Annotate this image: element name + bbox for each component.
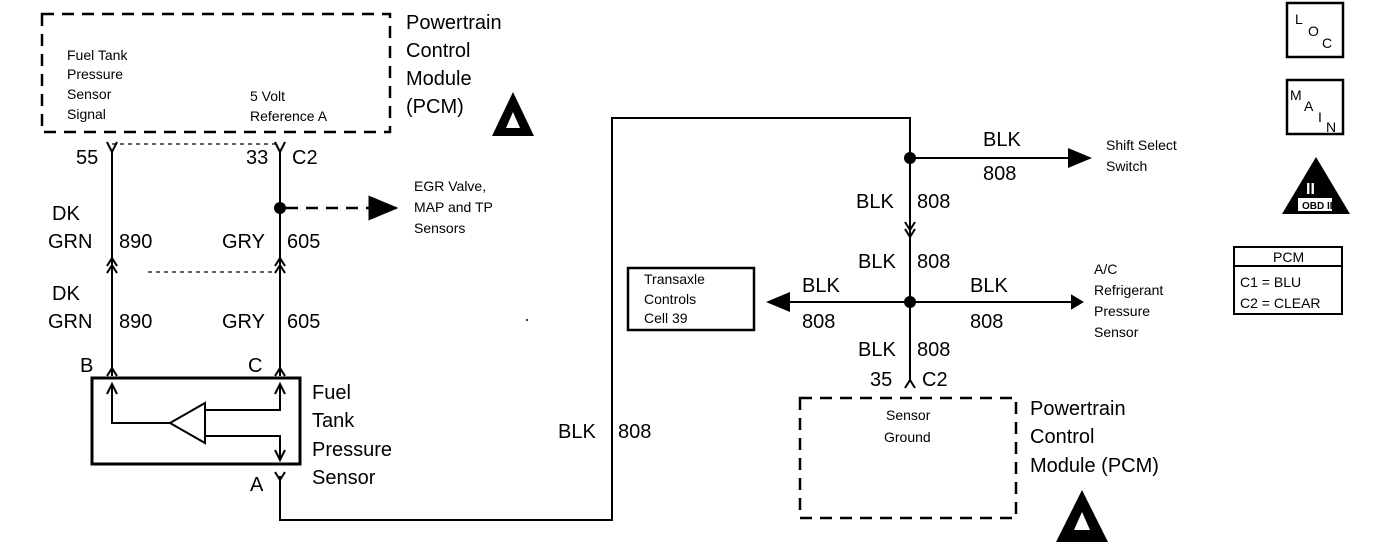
pin-b-terminal [106,366,118,377]
wire-shift-number: 808 [983,163,1016,185]
connector-890-inline [106,256,118,274]
wire-890-lower-color: DK GRN [48,283,92,333]
main-icon: M A I N [1285,78,1345,136]
pcm-bottom-box [798,396,1018,520]
obd-ii-icon: OBD II II [1282,157,1350,214]
transaxle-controls-box [626,266,756,332]
wire-trunk-middle-number: 808 [917,251,950,273]
wire-trunk-upper-color: BLK [856,191,894,213]
wire-trunk-middle-color: BLK [858,251,896,273]
esd-warning-icon-bottom [1056,490,1108,542]
trunk-connector-inline [904,221,916,239]
legend-title: PCM [1273,249,1304,265]
pin-b-label: B [80,355,93,377]
pin-33-terminal [274,141,286,155]
wire-transaxle-color: BLK [802,275,840,297]
wire-605-upper-number: 605 [287,231,320,253]
wire-808-return-color: BLK [558,421,596,443]
wire-890-upper-number: 890 [119,231,152,253]
wire-808-return-number: 808 [618,421,651,443]
pin-55-label: 55 [76,147,98,169]
sensor-internal-circuit [106,381,286,463]
wire-trunk-lower-color: BLK [858,339,896,361]
wire-shift-color: BLK [983,129,1021,151]
splice-605 [274,202,286,214]
pcm-top-signal-label: Fuel Tank Pressure Sensor Signal [67,47,131,122]
pin-35-label: 35 [870,369,892,391]
svg-text:II: II [1306,181,1315,198]
pcm-top-title: Powertrain Control Module (PCM) [406,12,507,118]
svg-text:OBD II: OBD II [1302,201,1333,212]
wire-605-lower-number: 605 [287,311,320,333]
stray-dot [526,319,528,321]
splice-shift-select [904,152,916,164]
svg-text:O: O [1308,23,1319,39]
wire-605-lower-color: GRY [222,311,265,333]
wire-trunk-lower-number: 808 [917,339,950,361]
connector-c2-bottom-label: C2 [922,369,948,391]
pcm-top-reference-label: 5 Volt Reference A [250,88,328,124]
wire-to-ac-sensor [916,294,1084,310]
egr-map-tp-label: EGR Valve, MAP and TP Sensors [414,178,497,236]
svg-text:I: I [1318,109,1322,125]
pcm-top-box [40,12,392,134]
wire-trunk-upper-number: 808 [917,191,950,213]
wire-ac-color: BLK [970,275,1008,297]
legend-row-c2: C2 = CLEAR [1240,295,1321,311]
pin-a-label: A [250,474,264,496]
sensor-ground-label: Sensor Ground [884,407,934,445]
fuel-tank-pressure-sensor-label: Fuel Tank Pressure Sensor [312,382,398,489]
pcm-bottom-title: Powertrain Control Module (PCM) [1030,398,1159,477]
fuel-tank-pressure-sensor-box [90,376,302,466]
loc-icon: L O C [1285,1,1345,59]
legend-row-c1: C1 = BLU [1240,274,1301,290]
connector-605-inline [274,256,286,274]
wire-890-upper-color: DK GRN [48,203,92,253]
esd-warning-icon [492,92,534,136]
svg-text:C: C [1322,35,1332,51]
shift-select-switch-label: Shift Select Switch [1106,137,1181,174]
splice-main [904,296,916,308]
svg-text:M: M [1290,87,1302,103]
wire-transaxle-number: 808 [802,311,835,333]
wire-605-upper-color: GRY [222,231,265,253]
connector-c2-top-label: C2 [292,147,318,169]
svg-text:N: N [1326,119,1336,135]
ac-refrigerant-sensor-label: A/C Refrigerant Pressure Sensor [1094,261,1167,340]
pin-33-label: 33 [246,147,268,169]
pin-c-terminal [274,366,286,377]
pin-c-label: C [248,355,262,377]
transaxle-controls-label: Transaxle Controls Cell 39 [644,271,709,326]
svg-text:L: L [1295,11,1303,27]
pin-35-terminal [904,378,916,389]
wire-890-lower-number: 890 [119,311,152,333]
pcm-connector-legend: PCM C1 = BLU C2 = CLEAR [1233,246,1343,315]
wire-blk-808-ground-return [279,117,911,521]
wire-ac-number: 808 [970,311,1003,333]
svg-text:A: A [1304,98,1314,114]
